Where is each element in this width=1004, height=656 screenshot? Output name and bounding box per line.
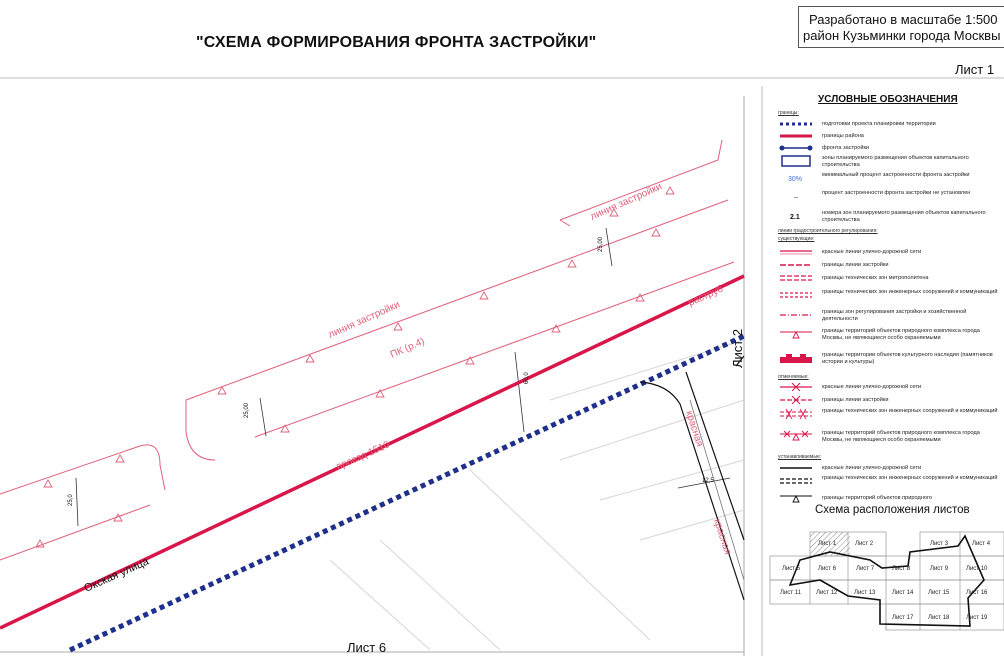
- sheet-layout-title: Схема расположения листов: [815, 504, 970, 516]
- passage-label: проезд 1510: [335, 439, 392, 472]
- building-lines-upper: [185, 139, 735, 461]
- sheet-cell[interactable]: Лист 15: [928, 590, 950, 596]
- percent-icon: 30%: [788, 176, 802, 183]
- scale-box: Разработано в масштабе 1:500 район Кузьм…: [798, 6, 1004, 48]
- sheet-cell[interactable]: Лист 9: [930, 566, 949, 572]
- sheet-cell[interactable]: Лист 13: [854, 590, 876, 596]
- red-castle-icon: [780, 354, 812, 363]
- black-triangle-icon: [780, 494, 812, 503]
- scale-note: Разработано в масштабе 1:500: [809, 12, 998, 27]
- legend-title: УСЛОВНЫЕ ОБОЗНАЧЕНИЯ: [818, 94, 958, 105]
- sheet-number-label: Лист 1: [955, 62, 995, 77]
- sheet-cell[interactable]: Лист 11: [780, 590, 801, 596]
- legend-section-boundaries: границы:: [778, 110, 799, 116]
- adjacent-sheet-label-bottom: Лист 6: [347, 640, 387, 655]
- building-line-label-2: линия застройки: [589, 181, 664, 222]
- sheet-cell[interactable]: Лист 6: [818, 566, 837, 572]
- sheet-cell[interactable]: Лист 3: [930, 541, 949, 547]
- red-line-label-1: красная: [683, 410, 705, 449]
- legend-section-urban: линии градостроительного регулирования:: [778, 228, 878, 234]
- red-line-icon: [780, 250, 812, 255]
- dimension-lines: [75, 227, 731, 527]
- blue-rect-icon: [781, 155, 811, 167]
- line-markers: [35, 186, 675, 548]
- red-cross-line-icon: [780, 395, 812, 405]
- dash-icon: –: [794, 194, 798, 201]
- red-dash-dot-icon: [780, 314, 812, 316]
- project-boundary-line: [68, 333, 746, 653]
- red-cross-triangle-icon: [780, 430, 812, 441]
- dimension-label-3: 25,0: [68, 494, 74, 506]
- map-title: "СХЕМА ФОРМИРОВАНИЯ ФРОНТА ЗАСТРОЙКИ": [196, 34, 597, 51]
- sheet-cell[interactable]: Лист 8: [892, 566, 911, 572]
- dimension-label-4: 60,0: [524, 372, 530, 384]
- sheet-cell[interactable]: Лист 17: [892, 615, 914, 621]
- svg-text:2.1: 2.1: [790, 214, 800, 221]
- black-line-icon: [780, 467, 812, 469]
- red-triangle-icon: [780, 330, 812, 339]
- legend-section-planned: устанавливаемые:: [778, 454, 822, 460]
- sheet-cell[interactable]: Лист 18: [928, 615, 950, 621]
- red-cross-double-icon: [780, 408, 812, 420]
- red-double-dashed-icon: [780, 292, 812, 298]
- adjacent-sheet-label-right: Лист 2: [730, 328, 745, 368]
- building-lines-lower: [0, 444, 166, 561]
- legend-section-existing: существующие:: [778, 236, 815, 242]
- black-double-dashed-icon: [780, 478, 812, 484]
- sheet-cell[interactable]: Лист 16: [966, 590, 988, 596]
- sheet-cell[interactable]: Лист 12: [816, 590, 838, 596]
- sheet-cell[interactable]: Лист 10: [966, 566, 988, 572]
- dimension-label-5: 12,5: [702, 478, 714, 484]
- sheet-cell[interactable]: Лист 14: [892, 590, 914, 596]
- background-parcels: [329, 339, 745, 651]
- sheet-cell[interactable]: Лист 4: [972, 541, 991, 547]
- svg-text:30%: 30%: [788, 176, 802, 183]
- red-line-label-2: красная: [711, 518, 733, 557]
- district-note: район Кузьминки города Москвы: [803, 28, 1001, 43]
- dimension-label-1: 25,00: [244, 402, 250, 418]
- bell-label: раструб: [686, 283, 725, 309]
- zone-number-icon: 2.1: [790, 214, 800, 221]
- planned-red-lines: [639, 355, 745, 601]
- blue-dotted-line-icon: [780, 122, 812, 126]
- sheet-cell[interactable]: Лист 1: [818, 541, 837, 547]
- street-label: Окская улица: [82, 555, 151, 595]
- blue-dot-line-icon: [779, 145, 813, 151]
- legend-section-cancelled: отменяемые:: [778, 374, 809, 380]
- secondary-lines: [689, 399, 745, 581]
- pk-label: ПК (р.4): [389, 336, 427, 361]
- svg-text:–: –: [794, 194, 798, 201]
- red-dashed-icon: [780, 264, 812, 266]
- red-double-dashed-icon: [780, 275, 812, 281]
- sheet-cell[interactable]: Лист 5: [782, 566, 801, 572]
- sheet-cell[interactable]: Лист 19: [966, 615, 988, 621]
- sheet-cell[interactable]: Лист 7: [856, 566, 875, 572]
- sheet-cell[interactable]: Лист 2: [855, 541, 874, 547]
- map-legend: УСЛОВНЫЕ ОБОЗНАЧЕНИЯ границы: подготовки…: [764, 88, 1000, 504]
- red-cross-line-icon: [780, 382, 812, 392]
- dimension-label-2: 25,00: [598, 236, 604, 252]
- district-boundary-line: [0, 274, 745, 630]
- red-thick-line-icon: [780, 134, 812, 138]
